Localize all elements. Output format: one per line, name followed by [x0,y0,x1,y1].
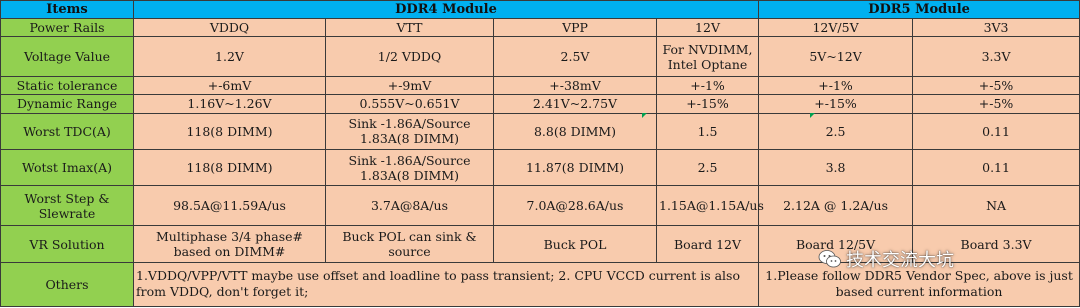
dynamic-range-label[interactable]: Dynamic Range [0,93,134,114]
header-row: Items DDR4 Module DDR5 Module [0,0,1080,20]
static-tolerance-label[interactable]: Static tolerance [0,76,134,95]
cell-12v[interactable]: Board 12V [655,225,760,263]
cell-vddq[interactable]: 98.5A@11.59A/us [133,185,326,227]
cell-12v[interactable]: 12V [655,18,760,38]
cell-12v-5v[interactable]: Board 12/5V [758,225,914,263]
cell-vddq[interactable]: VDDQ [133,18,326,38]
cell-line: Sink -1.86A/Source [348,116,471,132]
ddr5-others-note[interactable]: 1.Please follow DDR5 Vendor Spec, above … [758,261,1080,308]
cell-12v[interactable]: 1.15A@1.15A/us [655,185,764,227]
worst-imax-label[interactable]: Wotst Imax(A) [0,148,134,187]
cell-vddq[interactable]: +-6mV [133,76,326,95]
cell-vpp[interactable]: VPP [493,18,657,38]
cell-vddq[interactable]: 1.2V [133,36,326,78]
cell-12v-5v[interactable]: 5V~12V [758,36,914,78]
cell-line: Slewrate [38,205,96,221]
others-row: Others 1.VDDQ/VPP/VTT maybe use offset a… [0,261,1080,308]
comment-marker-icon [810,113,815,118]
cell-vtt[interactable]: 0.555V~0.651V [325,93,494,114]
voltage-value-label[interactable]: Voltage Value [0,36,134,78]
others-label[interactable]: Others [0,261,134,308]
cell-vtt[interactable]: 1/2 VDDQ [325,36,494,78]
cell-3v3[interactable]: +-5% [912,76,1080,95]
cell-vddq[interactable]: Multiphase 3/4 phase#based on DIMM# [133,225,326,263]
cell-12v-5v[interactable]: 12V/5V [758,18,914,38]
cell-vddq[interactable]: 118(8 DIMM) [133,148,326,187]
vr-solution-row: VR Solution Multiphase 3/4 phase#based o… [0,225,1080,263]
cell-line: Sink -1.86A/Source [348,152,471,168]
cell-3v3[interactable]: 3.3V [912,36,1080,78]
cell-line: Buck POL can sink & [342,229,477,245]
cell-vpp[interactable]: 11.87(8 DIMM) [493,148,657,187]
cell-line: based on DIMM# [173,244,286,260]
worst-imax-row: Wotst Imax(A) 118(8 DIMM) Sink -1.86A/So… [0,148,1080,187]
items-header[interactable]: Items [0,0,134,20]
cell-3v3[interactable]: 3V3 [912,18,1080,38]
dynamic-range-row: Dynamic Range 1.16V~1.26V 0.555V~0.651V … [0,93,1080,114]
cell-12v[interactable]: For NVDIMM,Intel Optane [655,36,760,78]
worst-step-row: Worst Step &Slewrate 98.5A@11.59A/us 3.7… [0,185,1080,227]
cell-vpp[interactable]: 2.41V~2.75V [493,93,657,114]
cell-vpp[interactable]: 8.8(8 DIMM) [493,112,657,150]
cell-3v3[interactable]: 0.11 [912,112,1080,150]
cell-12v-5v[interactable]: +-1% [758,76,914,95]
cell-12v-5v[interactable]: 2.12A @ 1.2A/us [758,185,914,227]
cell-12v[interactable]: 1.5 [655,112,760,150]
cell-line: Multiphase 3/4 phase# [155,229,304,245]
cell-vpp[interactable]: 2.5V [493,36,657,78]
ddr5-module-header[interactable]: DDR5 Module [758,0,1080,20]
worst-step-label[interactable]: Worst Step &Slewrate [0,185,134,227]
cell-3v3[interactable]: 0.11 [912,148,1080,187]
ddr4-others-note[interactable]: 1.VDDQ/VPP/VTT maybe use offset and load… [132,261,760,308]
cell-3v3[interactable]: NA [912,185,1080,227]
cell-vpp[interactable]: Buck POL [493,225,657,263]
cell-line: Worst Step & [24,190,110,206]
cell-12v-5v[interactable]: +-15% [758,93,914,114]
cell-vpp[interactable]: 7.0A@28.6A/us [493,185,657,227]
cell-vtt[interactable]: 3.7A@8A/us [325,185,494,227]
cell-12v-5v[interactable]: 2.5 [758,112,914,150]
cell-12v[interactable]: +-1% [655,76,760,95]
cell-vtt[interactable]: +-9mV [325,76,494,95]
static-tolerance-row: Static tolerance +-6mV +-9mV +-38mV +-1%… [0,76,1080,95]
cell-vddq[interactable]: 1.16V~1.26V [133,93,326,114]
worst-tdc-label[interactable]: Worst TDC(A) [0,112,134,150]
cell-3v3[interactable]: +-5% [912,93,1080,114]
cell-12v[interactable]: 2.5 [655,148,760,187]
vr-solution-label[interactable]: VR Solution [0,225,134,263]
ddr4-module-header[interactable]: DDR4 Module [132,0,760,20]
cell-vpp[interactable]: +-38mV [493,76,657,95]
worst-tdc-row: Worst TDC(A) 118(8 DIMM) Sink -1.86A/Sou… [0,112,1080,150]
cell-line: source [388,244,431,260]
voltage-value-row: Voltage Value 1.2V 1/2 VDDQ 2.5V For NVD… [0,36,1080,78]
power-rails-label[interactable]: Power Rails [0,18,134,38]
power-rails-row: Power Rails VDDQ VTT VPP 12V 12V/5V 3V3 [0,18,1080,38]
cell-line: 1.83A(8 DIMM) [359,167,460,183]
cell-vtt[interactable]: VTT [325,18,494,38]
cell-line: 1.83A(8 DIMM) [359,131,460,147]
cell-line: For NVDIMM, [662,41,753,57]
cell-vddq[interactable]: 118(8 DIMM) [133,112,326,150]
cell-vtt[interactable]: Buck POL can sink &source [325,225,494,263]
comment-marker-icon [642,113,647,118]
cell-3v3[interactable]: Board 3.3V [912,225,1080,263]
cell-12v[interactable]: +-15% [655,93,760,114]
cell-line: Intel Optane [667,56,748,72]
cell-12v-5v[interactable]: 3.8 [758,148,914,187]
